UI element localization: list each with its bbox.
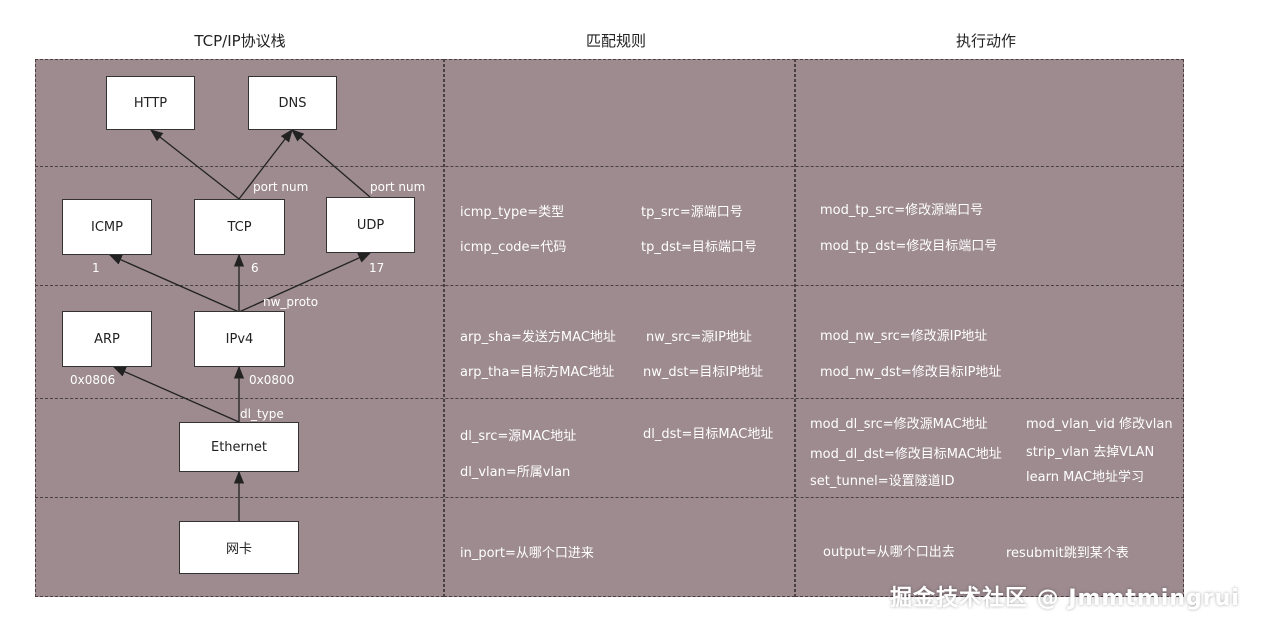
arp-type-label: 0x0806 — [70, 373, 116, 387]
udp-port-label: port num — [370, 180, 426, 194]
match-rule: dl_src=源MAC地址 — [460, 429, 577, 444]
action-rule: output=从哪个口出去 — [823, 545, 955, 560]
udp-node: UDP — [326, 197, 415, 253]
row-separator — [35, 398, 1184, 399]
match-column-title: 匹配规则 — [585, 32, 647, 50]
row-separator — [35, 166, 1184, 167]
ethernet-node: Ethernet — [179, 422, 299, 472]
tcp-node: TCP — [194, 199, 285, 255]
nw-proto-label: nw_proto — [263, 295, 319, 309]
icmp-proto-number: 1 — [92, 261, 100, 275]
action-rule: mod_dl_dst=修改目标MAC地址 — [810, 447, 1002, 462]
action-rule: learn MAC地址学习 — [1026, 470, 1145, 485]
action-rule: mod_nw_src=修改源IP地址 — [820, 329, 988, 344]
match-rule: in_port=从哪个口进来 — [460, 546, 594, 561]
http-node: HTTP — [106, 76, 195, 130]
action-rule: mod_dl_src=修改源MAC地址 — [810, 417, 988, 432]
action-rule: resubmit跳到某个表 — [1006, 546, 1129, 561]
match-rule: tp_src=源端口号 — [641, 205, 743, 220]
nic-node: 网卡 — [179, 521, 299, 574]
action-panel — [795, 59, 1184, 597]
match-panel — [444, 59, 795, 597]
stack-column-title: TCP/IP协议栈 — [194, 32, 286, 50]
match-rule: nw_src=源IP地址 — [646, 330, 752, 345]
match-rule: arp_tha=目标方MAC地址 — [460, 365, 615, 380]
match-rule: dl_dst=目标MAC地址 — [643, 427, 774, 442]
dns-node: DNS — [248, 76, 337, 130]
row-separator — [35, 497, 1184, 498]
ipv4-type-label: 0x0800 — [249, 373, 295, 387]
action-rule: strip_vlan 去掉VLAN — [1026, 445, 1155, 460]
icmp-node: ICMP — [62, 199, 152, 255]
action-rule: mod_tp_dst=修改目标端口号 — [820, 239, 998, 254]
match-rule: arp_sha=发送方MAC地址 — [460, 330, 616, 345]
tcp-proto-number: 6 — [251, 261, 259, 275]
match-rule: dl_vlan=所属vlan — [460, 465, 571, 480]
ipv4-node: IPv4 — [194, 311, 285, 367]
action-rule: mod_tp_src=修改源端口号 — [820, 203, 984, 218]
row-separator — [35, 285, 1184, 286]
match-rule: icmp_code=代码 — [460, 240, 567, 255]
match-rule: tp_dst=目标端口号 — [641, 240, 757, 255]
udp-proto-number: 17 — [369, 261, 385, 275]
action-rule: mod_vlan_vid 修改vlan — [1026, 417, 1173, 432]
action-rule: mod_nw_dst=修改目标IP地址 — [820, 365, 1002, 380]
dl-type-label: dl_type — [240, 407, 284, 421]
tcp-port-label: port num — [253, 180, 309, 194]
match-rule: icmp_type=类型 — [460, 205, 565, 220]
arp-node: ARP — [62, 311, 152, 367]
action-rule: set_tunnel=设置隧道ID — [810, 474, 955, 489]
match-rule: nw_dst=目标IP地址 — [643, 365, 764, 380]
watermark: 掘金技术社区 @ Jmmtmingrui — [890, 586, 1240, 611]
action-column-title: 执行动作 — [955, 32, 1017, 50]
